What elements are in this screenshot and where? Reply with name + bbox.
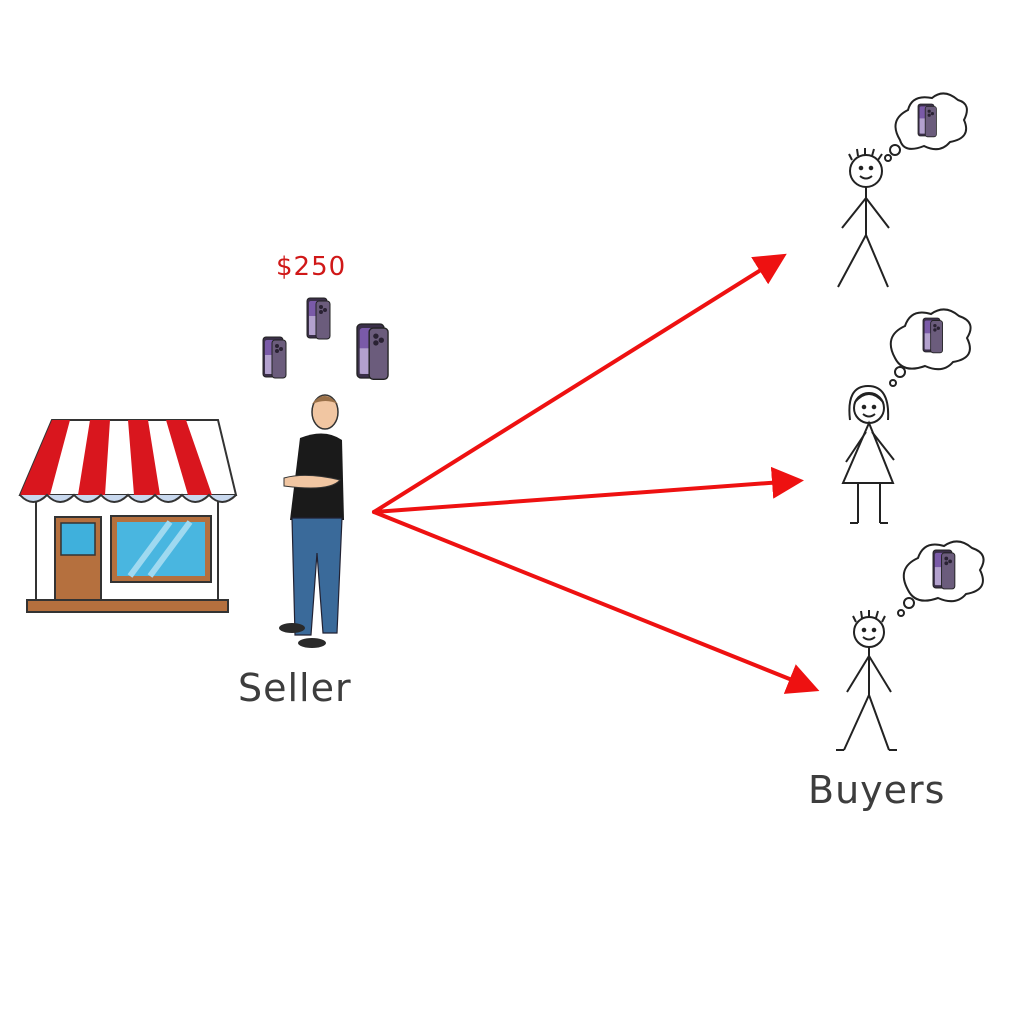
thought-bubble-icon — [897, 540, 985, 617]
buyers-label: Buyers — [808, 768, 946, 812]
phone-icon — [306, 297, 331, 340]
arrow-icon — [372, 510, 820, 694]
phone-icon — [932, 549, 956, 590]
phone-icon — [262, 336, 287, 379]
arrow-icon — [372, 253, 787, 514]
store-icon — [18, 419, 238, 613]
stick-figure-icon — [837, 148, 890, 288]
phone-icon — [922, 317, 943, 354]
seller-label: Seller — [238, 666, 352, 710]
stick-figure-icon — [836, 610, 897, 751]
seller-person-icon — [279, 394, 344, 648]
arrow-icon — [372, 466, 804, 514]
price-label: $250 — [276, 252, 347, 282]
phone-icon — [356, 323, 389, 381]
stick-figure-icon — [841, 384, 895, 524]
thought-bubble-icon — [889, 308, 972, 387]
thought-bubble-icon — [884, 92, 968, 162]
arrows — [372, 253, 820, 694]
phone-icon — [917, 103, 937, 138]
